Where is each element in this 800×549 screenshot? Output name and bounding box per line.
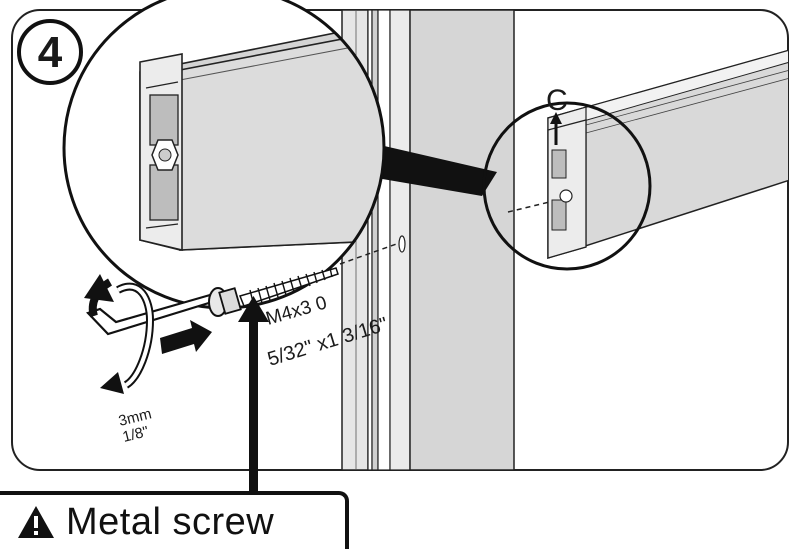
callout-label: C <box>546 84 568 117</box>
screw-path-guide <box>339 241 403 265</box>
step-number: 4 <box>38 28 63 77</box>
post-hole <box>398 235 406 253</box>
step-number-badge: 4 <box>17 19 83 85</box>
push-arrow-icon <box>160 320 212 354</box>
warning-pointer-arrow <box>238 296 269 496</box>
rail-end-detail: C <box>482 84 652 271</box>
warning-text: Metal screw <box>66 500 275 543</box>
warning-box: Metal screw <box>0 491 349 549</box>
magnified-detail <box>62 0 386 310</box>
warning-triangle-icon <box>18 506 54 538</box>
rotation-arrow-icon <box>84 274 155 394</box>
metal-screw <box>208 267 339 317</box>
tool-size-imperial: 1/8" <box>121 423 151 446</box>
